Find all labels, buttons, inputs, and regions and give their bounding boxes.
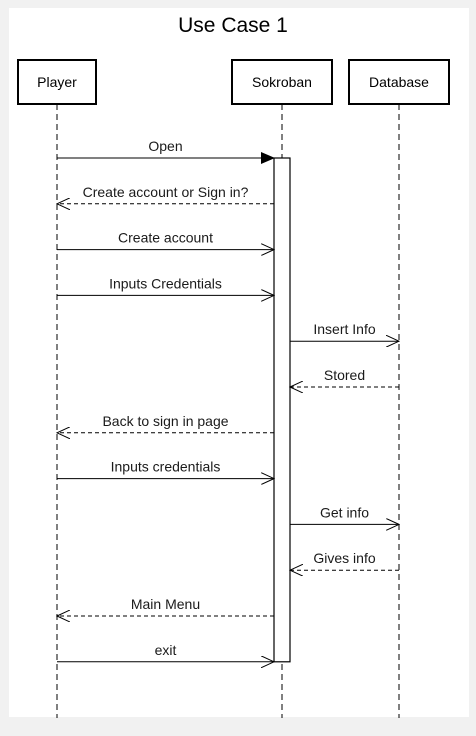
message-label: Stored xyxy=(324,367,365,383)
participant-label-player: Player xyxy=(37,74,77,90)
activation-bar-sokroban xyxy=(273,157,291,663)
participant-label-sokroban: Sokroban xyxy=(252,74,312,90)
participant-box-sokroban xyxy=(231,59,333,105)
participant-label-database: Database xyxy=(369,74,429,90)
message-label: Inputs credentials xyxy=(111,459,221,475)
message-label: Inputs Credentials xyxy=(109,275,222,291)
participant-box-player xyxy=(17,59,97,105)
message-label: Main Menu xyxy=(131,596,200,612)
message-label: Open xyxy=(148,138,182,154)
diagram-canvas xyxy=(9,8,469,717)
message-label: Gives info xyxy=(313,550,375,566)
message-label: exit xyxy=(155,642,177,658)
message-label: Create account xyxy=(118,230,213,246)
diagram-title: Use Case 1 xyxy=(178,14,288,37)
message-label: Create account or Sign in? xyxy=(83,184,249,200)
message-label: Get info xyxy=(320,504,369,520)
message-label: Back to sign in page xyxy=(102,413,228,429)
message-label: Insert Info xyxy=(313,321,375,337)
participant-box-database xyxy=(348,59,450,105)
